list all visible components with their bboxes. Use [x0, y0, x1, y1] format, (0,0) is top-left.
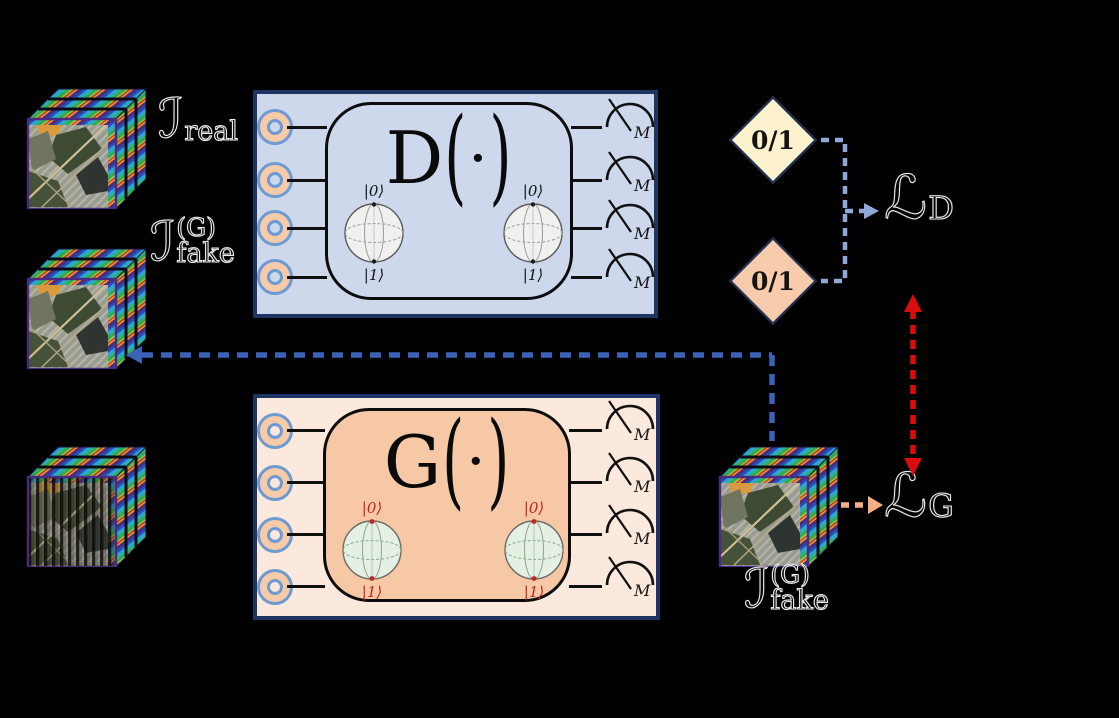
script-L-symbol: ℒ	[883, 461, 928, 531]
arrowhead-right	[868, 496, 883, 514]
ket-one-label: |1⟩	[361, 583, 383, 601]
measurement-meter-icon: M	[605, 199, 655, 240]
fake-image-output-label: ℐ(G)fake	[743, 557, 829, 620]
fake-hyperspectral-cube-input	[26, 247, 146, 369]
qubit-wire	[287, 179, 327, 182]
qubit-wire	[287, 585, 325, 588]
qubit-wire	[571, 126, 602, 129]
ket-zero-label: |0⟩	[361, 499, 383, 517]
qubit-wire	[571, 276, 602, 279]
svg-text:M: M	[633, 477, 651, 493]
svg-text:M: M	[633, 425, 651, 441]
ket-one-label: |1⟩	[523, 583, 545, 601]
ket-zero-label: |0⟩	[363, 182, 385, 200]
measurement-meter-icon: M	[605, 400, 655, 441]
measurement-meter-icon: M	[605, 98, 655, 139]
adversarial-loss-arrow	[904, 294, 922, 476]
svg-text:M: M	[633, 273, 651, 289]
measurement-meter-icon: M	[605, 504, 655, 545]
ket-zero-label: |0⟩	[522, 182, 544, 200]
bloch-sphere-icon	[344, 202, 404, 264]
real-hyperspectral-cube	[26, 87, 146, 209]
fake-image-input-label: ℐ(G)fake	[149, 210, 235, 273]
qubit-wire	[287, 227, 327, 230]
fake-decision-diamond: 0/1	[729, 237, 817, 325]
generated-fake-cube-output	[718, 445, 838, 567]
arrowhead-right	[864, 203, 879, 219]
ket-one-label: |1⟩	[522, 266, 544, 284]
svg-text:M: M	[633, 581, 651, 597]
script-I-symbol: ℐ	[149, 210, 176, 273]
degraded-input-cube	[26, 445, 146, 567]
arrowhead-up	[904, 294, 922, 312]
ket-one-label: |1⟩	[363, 266, 385, 284]
generator-gate-label: G(·)	[383, 400, 510, 521]
measurement-meter-icon: M	[605, 151, 655, 192]
measurement-meter-icon: M	[605, 248, 655, 289]
svg-text:M: M	[633, 176, 651, 192]
qubit-wire	[287, 481, 325, 484]
qubit-wire	[287, 276, 327, 279]
bloch-sphere-icon	[342, 519, 402, 581]
qubit-wire	[569, 429, 602, 432]
qubit-wire	[569, 585, 602, 588]
fake-to-loss-arrow	[841, 496, 883, 514]
svg-text:M: M	[633, 123, 651, 139]
script-I-symbol: ℐ	[157, 87, 184, 150]
qubit-wire	[287, 533, 325, 536]
discriminator-gate-label: D(·)	[385, 96, 512, 218]
svg-text:M: M	[633, 224, 651, 240]
generator-box: G(·) |0⟩ |0⟩ |1⟩ |1⟩ M M	[253, 394, 660, 620]
measurement-meter-icon: M	[605, 452, 655, 493]
bloch-sphere-icon	[503, 202, 563, 264]
bloch-sphere-icon	[504, 519, 564, 581]
qubit-input-node	[257, 517, 293, 553]
svg-text:M: M	[633, 529, 651, 545]
qubit-wire	[287, 429, 325, 432]
decision-to-loss-connector	[821, 137, 879, 284]
discriminator-box: D(·) |0⟩ |0⟩ |1⟩ |1⟩ M	[253, 90, 658, 318]
measurement-meter-icon: M	[605, 556, 655, 597]
script-L-symbol: ℒ	[883, 163, 928, 233]
qubit-wire	[571, 179, 602, 182]
decision-label: 0/1	[751, 266, 795, 296]
real-decision-diamond: 0/1	[729, 96, 817, 184]
qubit-wire	[571, 227, 602, 230]
script-I-symbol: ℐ	[743, 557, 770, 620]
qubit-wire	[287, 126, 327, 129]
qubit-wire	[569, 481, 602, 484]
qubit-wire	[569, 533, 602, 536]
decision-label: 0/1	[751, 125, 795, 155]
discriminator-circuit-block	[325, 102, 573, 300]
ket-zero-label: |0⟩	[523, 499, 545, 517]
